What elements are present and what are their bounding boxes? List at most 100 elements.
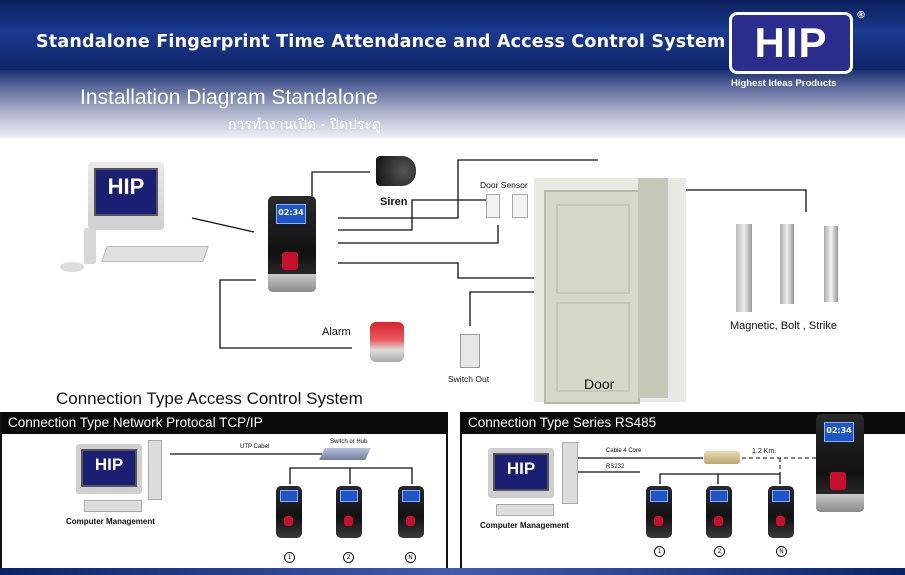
rs485-node-screen-1 xyxy=(650,490,668,502)
tcp-node-number-n: N xyxy=(405,552,416,563)
device-time: 02:34 xyxy=(278,208,304,217)
door-sensor-label: Door Sensor xyxy=(480,180,528,190)
fingerprint-sensor xyxy=(282,252,298,270)
siren-icon xyxy=(376,156,416,186)
registered-mark: ® xyxy=(856,10,866,21)
tcp-node-device-n xyxy=(398,486,424,538)
rs485-node-screen-n xyxy=(772,490,790,502)
rs485-computer-tower xyxy=(562,442,578,504)
featured-device-screen: 02:34 xyxy=(824,422,854,442)
wire-locks xyxy=(670,189,807,212)
door-panel xyxy=(544,190,640,404)
tcp-node-screen-n xyxy=(402,490,420,502)
mouse xyxy=(60,262,84,272)
rs485-node-number-n: N xyxy=(776,546,787,557)
strike-lock-icon xyxy=(824,226,838,302)
page-title: Standalone Fingerprint Time Attendance a… xyxy=(36,32,726,52)
tcp-node-device-1 xyxy=(276,486,302,538)
rs485-node-screen-2 xyxy=(710,490,728,502)
cable-4-core-label: Cable 4 Core xyxy=(606,448,642,454)
tcp-monitor-screen: HIP xyxy=(81,449,137,487)
featured-fingerprint-sensor xyxy=(830,472,846,490)
logo-tagline: Highest Ideas Products xyxy=(731,78,837,89)
diagram-subtitle: Installation Diagram Standalone xyxy=(80,86,378,109)
connection-heading: Connection Type Access Control System xyxy=(56,389,363,408)
featured-device-time: 02:34 xyxy=(826,426,852,435)
alarm-icon xyxy=(370,322,404,362)
rs485-node-device-1 xyxy=(646,486,672,538)
monitor-logo: HIP xyxy=(107,174,145,199)
diagram-subtitle-thai: การทำงานเปิด - ปิดประตู xyxy=(228,117,381,133)
rs485-keyboard xyxy=(496,504,554,516)
switch-label: Switch or Hub xyxy=(330,439,368,445)
rs485-left-border xyxy=(460,434,462,568)
door-jamb xyxy=(638,178,668,398)
door-inset-top xyxy=(556,204,630,294)
switch-hub-icon xyxy=(319,448,371,460)
tcp-computer-tower xyxy=(148,440,162,500)
rs485-node-number-1: 1 xyxy=(654,546,665,557)
door-sensor-magnet-icon xyxy=(512,194,528,218)
featured-device-base xyxy=(816,494,864,512)
tcp-section-bar: Connection Type Network Protocal TCP/IP xyxy=(0,412,448,434)
rs485-converter-icon xyxy=(704,451,740,464)
door-inset-bottom xyxy=(556,302,630,392)
uptp-label: UTP Cabel xyxy=(240,444,270,450)
rs485-computer-monitor: HIP xyxy=(488,448,554,498)
tcp-node-number-1: 1 xyxy=(284,552,295,563)
tcp-computer-label: Computer Management xyxy=(66,517,155,526)
rs485-node-device-n xyxy=(768,486,794,538)
device-base xyxy=(268,274,316,292)
alarm-label: Alarm xyxy=(322,326,351,338)
door-label: Door xyxy=(584,376,615,392)
rs485-node-number-2: 2 xyxy=(714,546,725,557)
keyboard xyxy=(101,246,209,262)
tcp-node-number-2: 2 xyxy=(343,552,354,563)
device-screen: 02:34 xyxy=(276,204,306,224)
tcp-right-border xyxy=(446,434,448,568)
rs485-section-bar: Connection Type Series RS485 xyxy=(460,412,905,434)
distance-label: 1.2 Km. xyxy=(752,448,777,455)
tcp-left-border xyxy=(0,412,2,568)
wire-door-sensor-b xyxy=(338,225,499,244)
monitor-screen: HIP xyxy=(94,168,158,216)
rs485-node-sensor-1 xyxy=(654,516,663,526)
rs485-monitor-screen: HIP xyxy=(493,453,549,491)
rs485-node-sensor-n xyxy=(776,516,785,526)
switch-out-label: Switch Out xyxy=(448,374,490,384)
tcp-monitor-logo: HIP xyxy=(94,455,124,474)
subtitle-band xyxy=(0,70,905,138)
tcp-node-sensor-1 xyxy=(284,516,293,526)
wire-hub-bus xyxy=(289,467,413,484)
tcp-node-screen-1 xyxy=(280,490,298,502)
wire-alarm xyxy=(219,279,352,349)
rs485-monitor-logo: HIP xyxy=(506,459,536,478)
wire-pc-device xyxy=(191,217,255,233)
locks-label: Magnetic, Bolt , Strike xyxy=(730,320,837,332)
footer-strip xyxy=(0,568,905,575)
computer-monitor: HIP xyxy=(88,162,164,230)
fingerprint-device: 02:34 xyxy=(268,196,316,292)
tcp-node-sensor-n xyxy=(406,516,415,526)
hip-logo: HIP xyxy=(729,12,853,74)
bolt-lock-icon xyxy=(780,224,794,304)
rs485-node-device-2 xyxy=(706,486,732,538)
door-sensor-icon xyxy=(486,194,500,218)
siren-label: Siren xyxy=(380,196,408,208)
tcp-computer-monitor: HIP xyxy=(76,444,142,494)
computer-tower xyxy=(84,228,96,264)
rs232-label: RS232 xyxy=(606,464,625,470)
wire-siren xyxy=(311,171,370,196)
door-frame xyxy=(534,178,686,404)
tcp-node-device-2 xyxy=(336,486,362,538)
wire-door-top xyxy=(338,159,598,219)
logo-text: HIP xyxy=(754,19,828,66)
tcp-node-sensor-2 xyxy=(344,516,353,526)
tcp-keyboard xyxy=(84,500,142,512)
switch-out-icon xyxy=(460,334,480,368)
tcp-node-screen-2 xyxy=(340,490,358,502)
rs485-node-sensor-2 xyxy=(714,516,723,526)
featured-fingerprint-device: 02:34 xyxy=(816,414,864,512)
wire-door-sensor-a xyxy=(338,199,500,231)
